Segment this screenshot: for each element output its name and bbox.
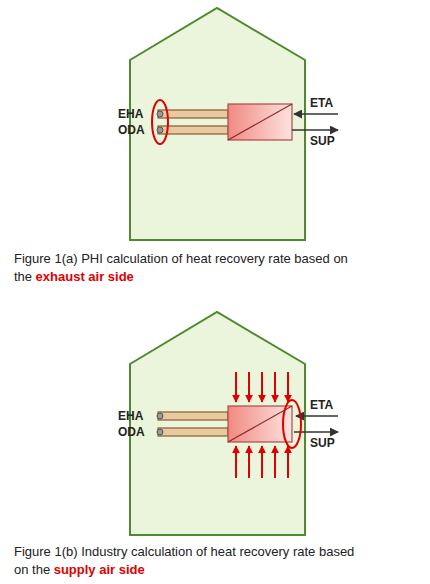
heat-arrow — [261, 446, 263, 478]
duct — [158, 412, 228, 420]
air-stream-label: SUP — [310, 134, 335, 148]
heat-arrow — [248, 372, 250, 402]
heat-exchanger — [228, 104, 292, 140]
air-stream-label: EHA — [118, 107, 143, 121]
air-arrow — [294, 113, 338, 115]
caption-highlight: supply air side — [54, 562, 145, 577]
heat-arrow — [261, 372, 263, 402]
heat-arrow — [235, 372, 237, 402]
heat-arrow — [274, 446, 276, 478]
house-outline — [130, 312, 305, 535]
caption-block: Figure 1(b) Industry calculation of heat… — [14, 543, 359, 579]
duct-end — [157, 127, 163, 133]
duct-end — [157, 429, 163, 435]
heat-arrow — [248, 446, 250, 478]
heat-arrow — [274, 372, 276, 402]
air-arrow — [296, 415, 338, 417]
air-stream-label: ODA — [118, 425, 145, 439]
air-stream-label: ODA — [118, 123, 145, 137]
heat-arrow — [235, 446, 237, 478]
caption-highlight: exhaust air side — [36, 269, 134, 284]
air-arrow — [292, 129, 338, 131]
air-stream-label: ETA — [310, 398, 333, 412]
highlight-ellipse — [152, 100, 168, 144]
figure-b — [130, 312, 338, 535]
caption-block: Figure 1(a) PHI calculation of heat reco… — [14, 250, 359, 286]
highlight-ellipse — [283, 400, 301, 448]
heat-arrow — [287, 372, 289, 402]
heat-flow-arrows — [236, 372, 288, 478]
heat-arrow — [287, 446, 289, 478]
duct-end — [157, 413, 163, 419]
duct-end — [157, 111, 163, 117]
air-stream-label: SUP — [310, 436, 335, 450]
air-stream-label: EHA — [118, 409, 143, 423]
house-outline — [130, 8, 305, 240]
figure-a — [130, 8, 338, 240]
air-stream-label: ETA — [310, 96, 333, 110]
exchanger-plate — [228, 104, 292, 140]
duct — [158, 428, 228, 436]
